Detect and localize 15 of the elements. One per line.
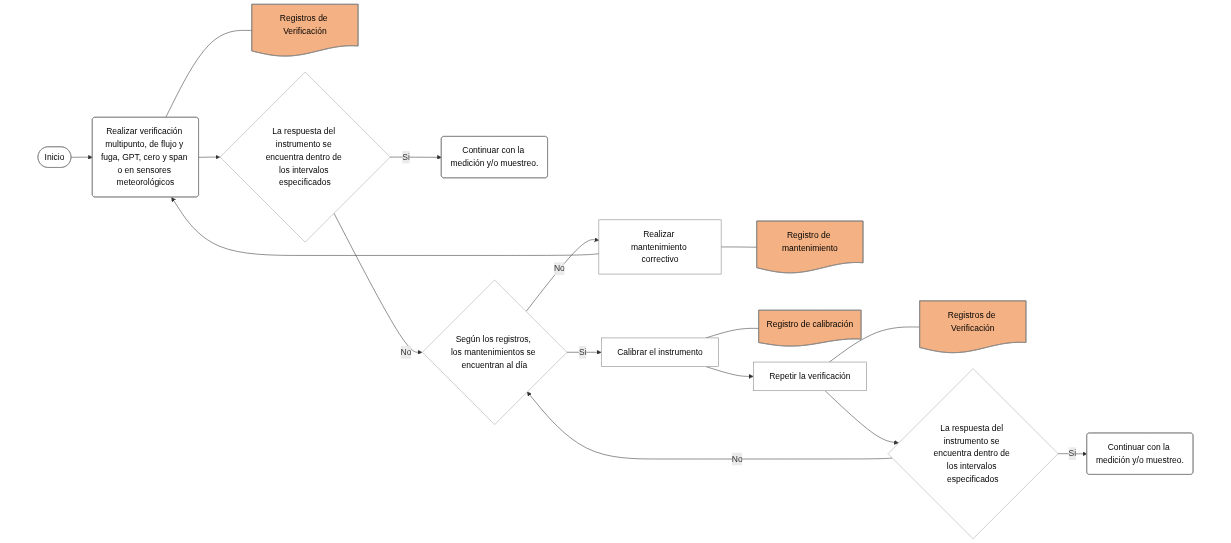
connector [720,246,758,248]
node-diamond: La respuesta del instrumento se encuentra dentro de los intervalos especificados [219,71,391,243]
connector [829,326,921,363]
node-box: Realizar mantenimiento correctivo [598,219,722,275]
edge-label: No [553,263,565,273]
edge-label: Si [402,152,410,162]
node-diamond: La respuesta del instrumento se encuentra dentro de los intervalos especificados [887,368,1059,539]
node-box: Calibrar el instrumento [601,337,719,367]
node-box: Repetir la verificación [753,361,867,391]
edge-label: Si [578,347,587,357]
connector [165,30,253,118]
edge-label: No [400,347,412,357]
node-diamond: Según los registros, los mantenimientos se encuentran al día [422,279,568,425]
edge-label: Si [1068,448,1077,458]
edge-label: No [731,454,743,464]
